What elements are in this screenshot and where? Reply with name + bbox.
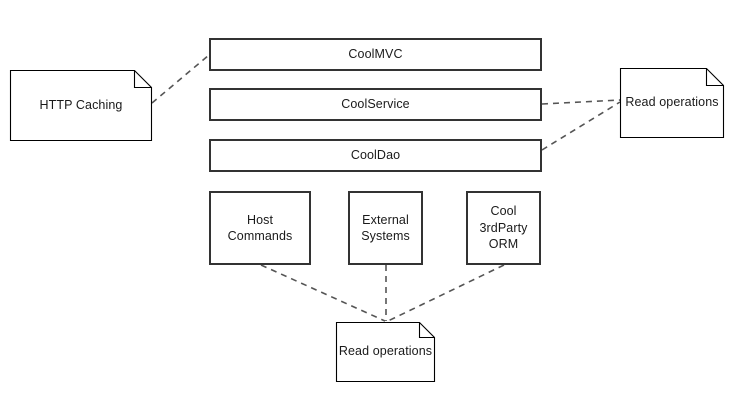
component-label-line-1: Cool	[490, 204, 517, 219]
note-shape-http-caching	[9, 69, 153, 142]
note-http-caching[interactable]: HTTP Caching	[9, 69, 153, 142]
layer-bar-coolmvc-label: CoolMVC	[348, 46, 403, 61]
layer-bar-coolservice[interactable]: CoolService	[209, 88, 542, 121]
component-label-line-2: 3rdParty	[479, 220, 528, 235]
note-shape-read-operations-bottom	[335, 321, 436, 383]
component-box-external-systems[interactable]: External Systems	[348, 191, 423, 265]
note-body	[335, 321, 436, 383]
note-body	[9, 69, 153, 142]
component-box-external-systems-label: External Systems	[361, 212, 410, 245]
note-body	[619, 67, 725, 139]
component-box-host-commands[interactable]: Host Commands	[209, 191, 311, 265]
layer-bar-coolservice-label: CoolService	[341, 96, 410, 111]
component-box-cool-3rdparty-orm-label: Cool 3rdParty ORM	[479, 203, 527, 253]
note-read-operations-right-label: Read operations	[625, 95, 719, 109]
note-fold-corner	[705, 68, 724, 87]
conn-coolorm-readbottom	[387, 264, 505, 322]
layer-bar-cooldao[interactable]: CoolDao	[209, 139, 542, 172]
conn-coolservice-readright	[541, 99, 621, 105]
component-box-host-commands-label: Host Commands	[228, 212, 293, 245]
conn-hostcommands-readbottom	[260, 264, 386, 322]
component-label-line-2: Systems	[361, 229, 410, 243]
component-label-line-1: External	[362, 212, 409, 227]
component-label-line-1: Host	[246, 212, 274, 227]
conn-httpcaching-coolmvc	[151, 54, 210, 104]
layer-bar-cooldao-label: CoolDao	[350, 147, 401, 162]
note-fold-corner	[133, 70, 152, 89]
layer-bar-coolmvc[interactable]: CoolMVC	[209, 38, 542, 71]
component-label-line-3: ORM	[488, 237, 519, 252]
conn-cooldao-readright	[541, 101, 621, 151]
note-fold-corner	[418, 322, 435, 339]
note-read-operations-right[interactable]: Read operations	[619, 67, 725, 139]
component-label-line-2: Commands	[227, 229, 293, 243]
note-read-operations-bottom[interactable]: Read operations	[335, 321, 436, 383]
component-box-cool-3rdparty-orm[interactable]: Cool 3rdParty ORM	[466, 191, 541, 265]
note-read-operations-bottom-label: Read operations	[338, 344, 433, 358]
note-shape-read-operations-right	[619, 67, 725, 139]
note-http-caching-label: HTTP Caching	[39, 97, 123, 112]
